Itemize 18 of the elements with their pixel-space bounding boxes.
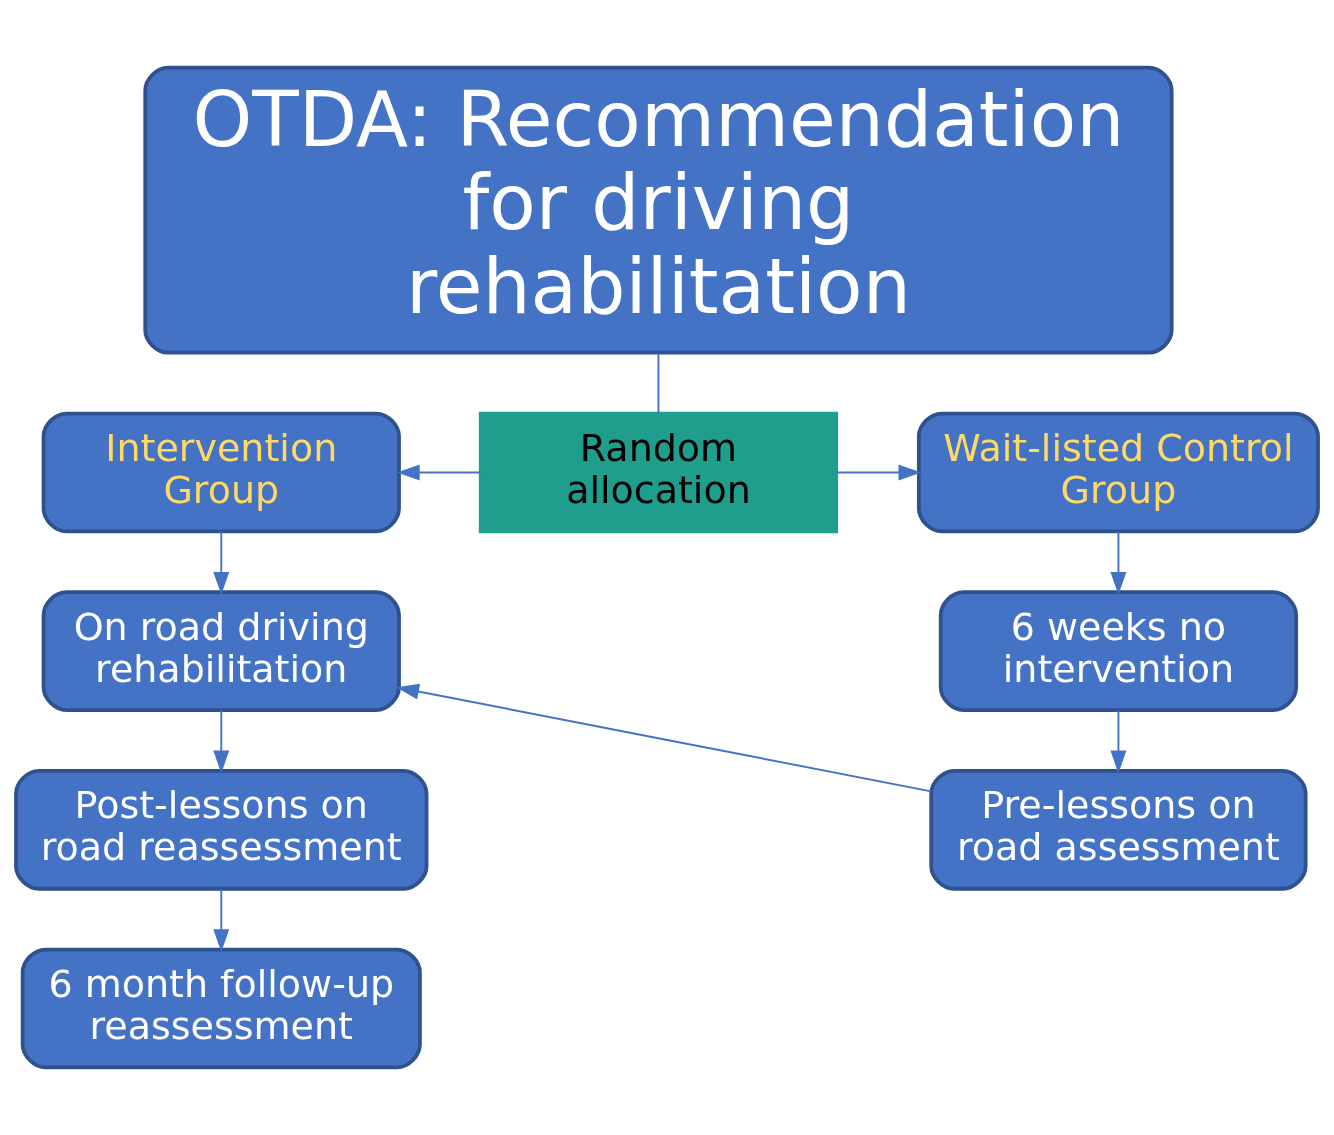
node-box: Intervention Group xyxy=(41,411,401,534)
node-box: 6 month follow-up reassessment xyxy=(20,947,422,1070)
arrow xyxy=(213,888,230,953)
arrow xyxy=(1110,709,1127,774)
node-box: Wait-listed Control Group xyxy=(916,411,1320,534)
node-box: On road driving rehabilitation xyxy=(41,590,401,712)
node-box: Random allocation xyxy=(478,411,839,534)
arrow xyxy=(396,683,932,793)
node-box: Post-lessons on road reassessment xyxy=(14,769,429,891)
node-box: Pre-lessons on road assessment xyxy=(929,769,1308,891)
arrow xyxy=(835,464,922,481)
node-box: OTDA: Recommendation for driving rehabilitation xyxy=(143,65,1174,355)
node-box: 6 weeks no intervention xyxy=(938,590,1299,712)
arrow xyxy=(213,709,230,774)
connector xyxy=(657,352,660,415)
arrow xyxy=(213,530,230,595)
arrow xyxy=(1110,530,1127,595)
arrow xyxy=(396,464,482,481)
